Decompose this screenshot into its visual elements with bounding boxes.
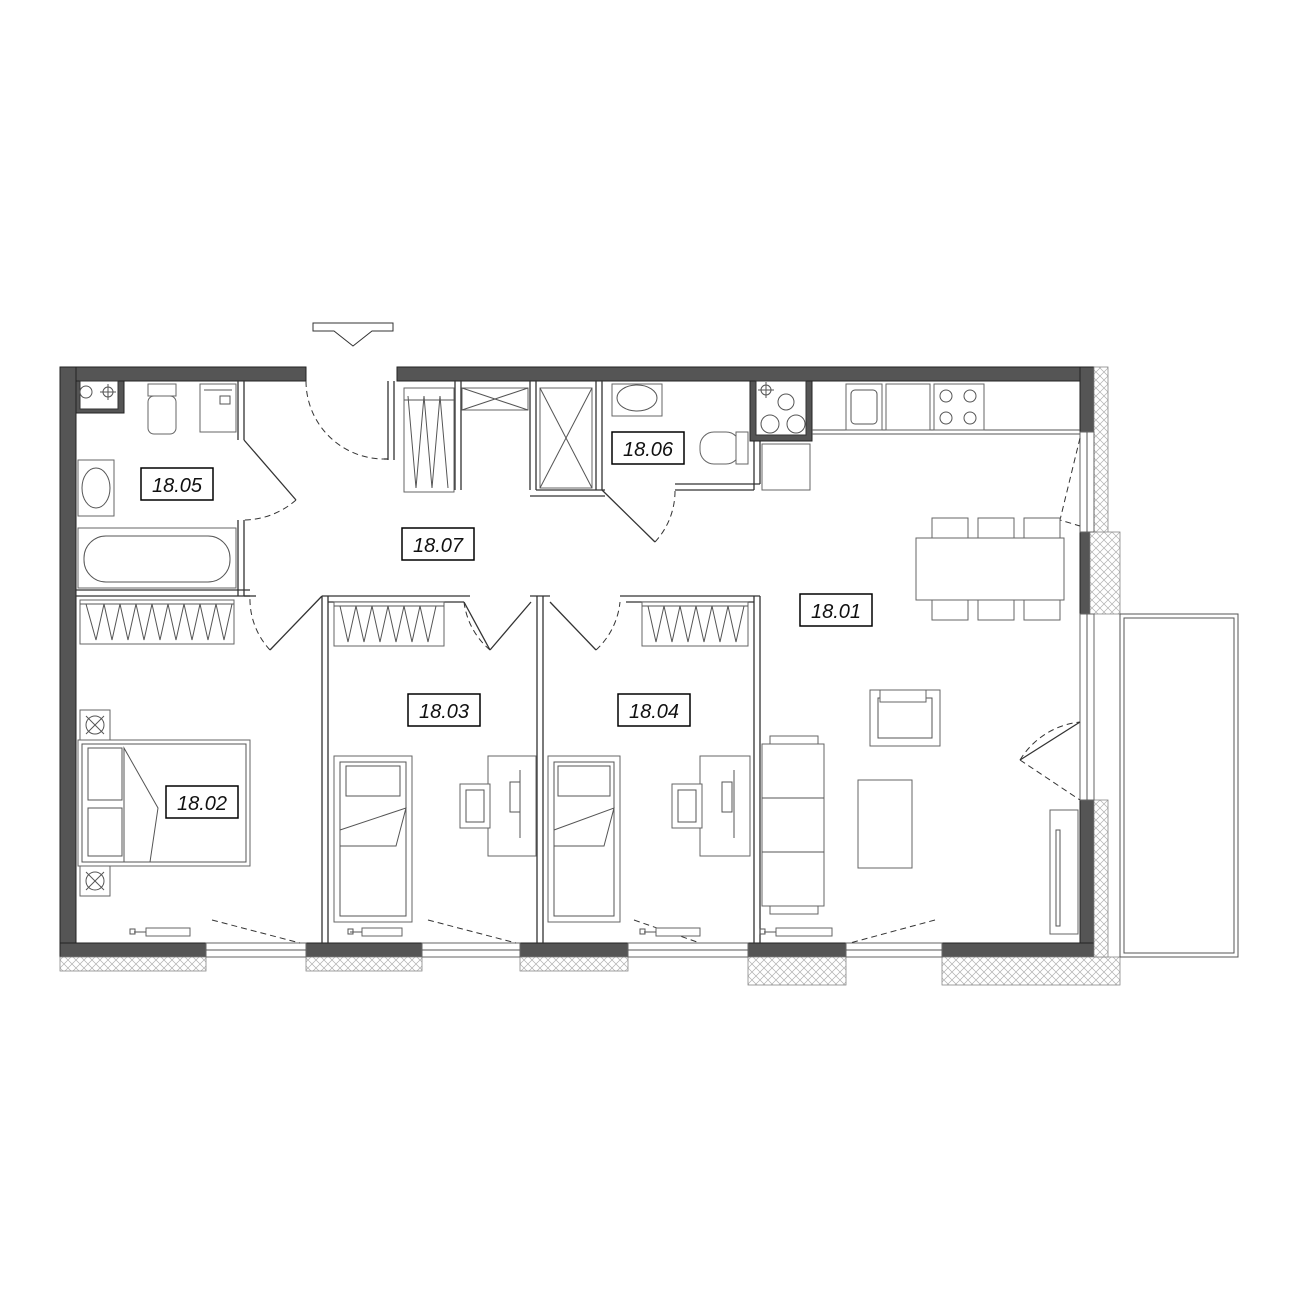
sofa-icon — [761, 735, 825, 915]
bathtub-icon — [77, 527, 237, 589]
sink-icon — [77, 459, 115, 517]
room-number: 18.04 — [629, 701, 679, 723]
desk-icon — [699, 755, 751, 857]
bathroom-fixtures — [75, 380, 237, 589]
room-number: 18.07 — [413, 535, 464, 557]
room-label-18-03: 18.03 — [407, 693, 481, 727]
room-label-18-07: 18.07 — [401, 527, 475, 561]
ventilation-shaft-icon — [79, 384, 116, 400]
toilet-icon — [147, 383, 177, 435]
single-bed-icon — [333, 755, 413, 923]
office-chair-icon — [459, 783, 491, 829]
radiator-icon — [129, 927, 191, 937]
radiator-icon — [759, 927, 833, 937]
wardrobe-18-03 — [333, 601, 445, 647]
fan-icon — [79, 865, 111, 897]
fan-icon — [79, 709, 111, 741]
bedroom-18-02-furniture — [77, 709, 251, 937]
balcony — [1119, 613, 1239, 958]
washing-machine-icon — [199, 383, 237, 433]
facade-insulation — [59, 366, 1121, 986]
wardrobe-18-04 — [641, 601, 749, 647]
entrance-arrow-icon — [312, 322, 394, 347]
radiator-icon — [347, 927, 403, 937]
room-number: 18.01 — [811, 601, 861, 623]
desk-icon — [487, 755, 537, 857]
wc-fixtures — [611, 382, 811, 491]
bedroom-18-03-furniture — [333, 755, 537, 937]
living-furniture — [761, 689, 1079, 935]
storage-closets — [461, 387, 593, 489]
interior-walls — [76, 380, 813, 943]
room-label-18-05: 18.05 — [140, 467, 214, 501]
room-label-18-04: 18.04 — [617, 693, 691, 727]
room-label-18-01: 18.01 — [799, 593, 873, 627]
tv-cabinet — [1049, 809, 1079, 935]
ventilation-shaft-icon — [758, 382, 806, 434]
office-chair-icon — [671, 783, 703, 829]
room-number: 18.03 — [419, 701, 469, 723]
stove-icon — [933, 383, 985, 431]
room-number: 18.05 — [152, 475, 203, 497]
doors — [243, 380, 1081, 801]
kitchen-counter — [812, 383, 1080, 435]
wardrobe-18-02 — [79, 599, 235, 645]
room-number: 18.06 — [623, 439, 674, 461]
single-bed-icon — [547, 755, 621, 923]
bedroom-18-04-furniture — [547, 755, 833, 937]
wardrobe-corridor — [403, 387, 455, 493]
dining-set — [915, 517, 1065, 621]
room-number: 18.02 — [177, 793, 227, 815]
sink-icon — [611, 383, 663, 417]
radiator-icon — [639, 927, 701, 937]
armchair-icon — [869, 689, 941, 747]
toilet-icon — [699, 431, 749, 465]
room-label-18-06: 18.06 — [611, 431, 685, 465]
room-label-18-02: 18.02 — [165, 785, 239, 819]
wardrobes — [79, 387, 749, 647]
